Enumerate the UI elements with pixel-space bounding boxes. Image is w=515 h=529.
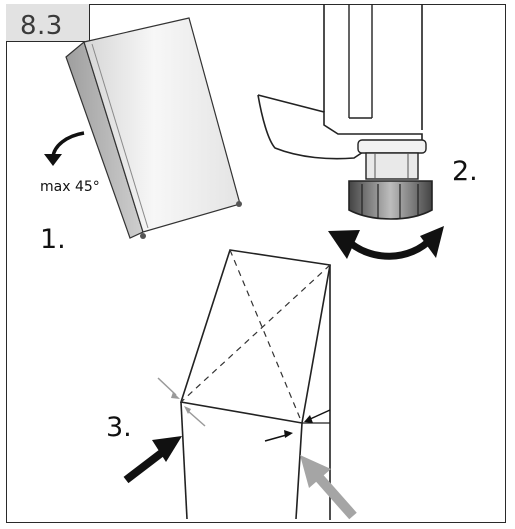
section-tab: 8.3 [6,4,90,42]
push-arrow-gray-icon [300,455,357,520]
rotate-arrow-icon [328,226,444,260]
section-number: 8.3 [20,11,63,41]
step-one-label: 1. [40,224,66,255]
push-arrow-icon [123,436,182,484]
box-corner-drawing [179,249,331,520]
plinth-panel-drawing [65,17,242,239]
step-three-label: 3. [106,412,132,443]
appliance-foot-drawing [257,4,433,220]
illustration-frame [6,4,506,523]
step-two-label: 2. [452,156,478,187]
measure-markers [157,377,331,442]
tilt-arrow-icon [44,131,85,166]
angle-label: max 45° [40,179,100,195]
